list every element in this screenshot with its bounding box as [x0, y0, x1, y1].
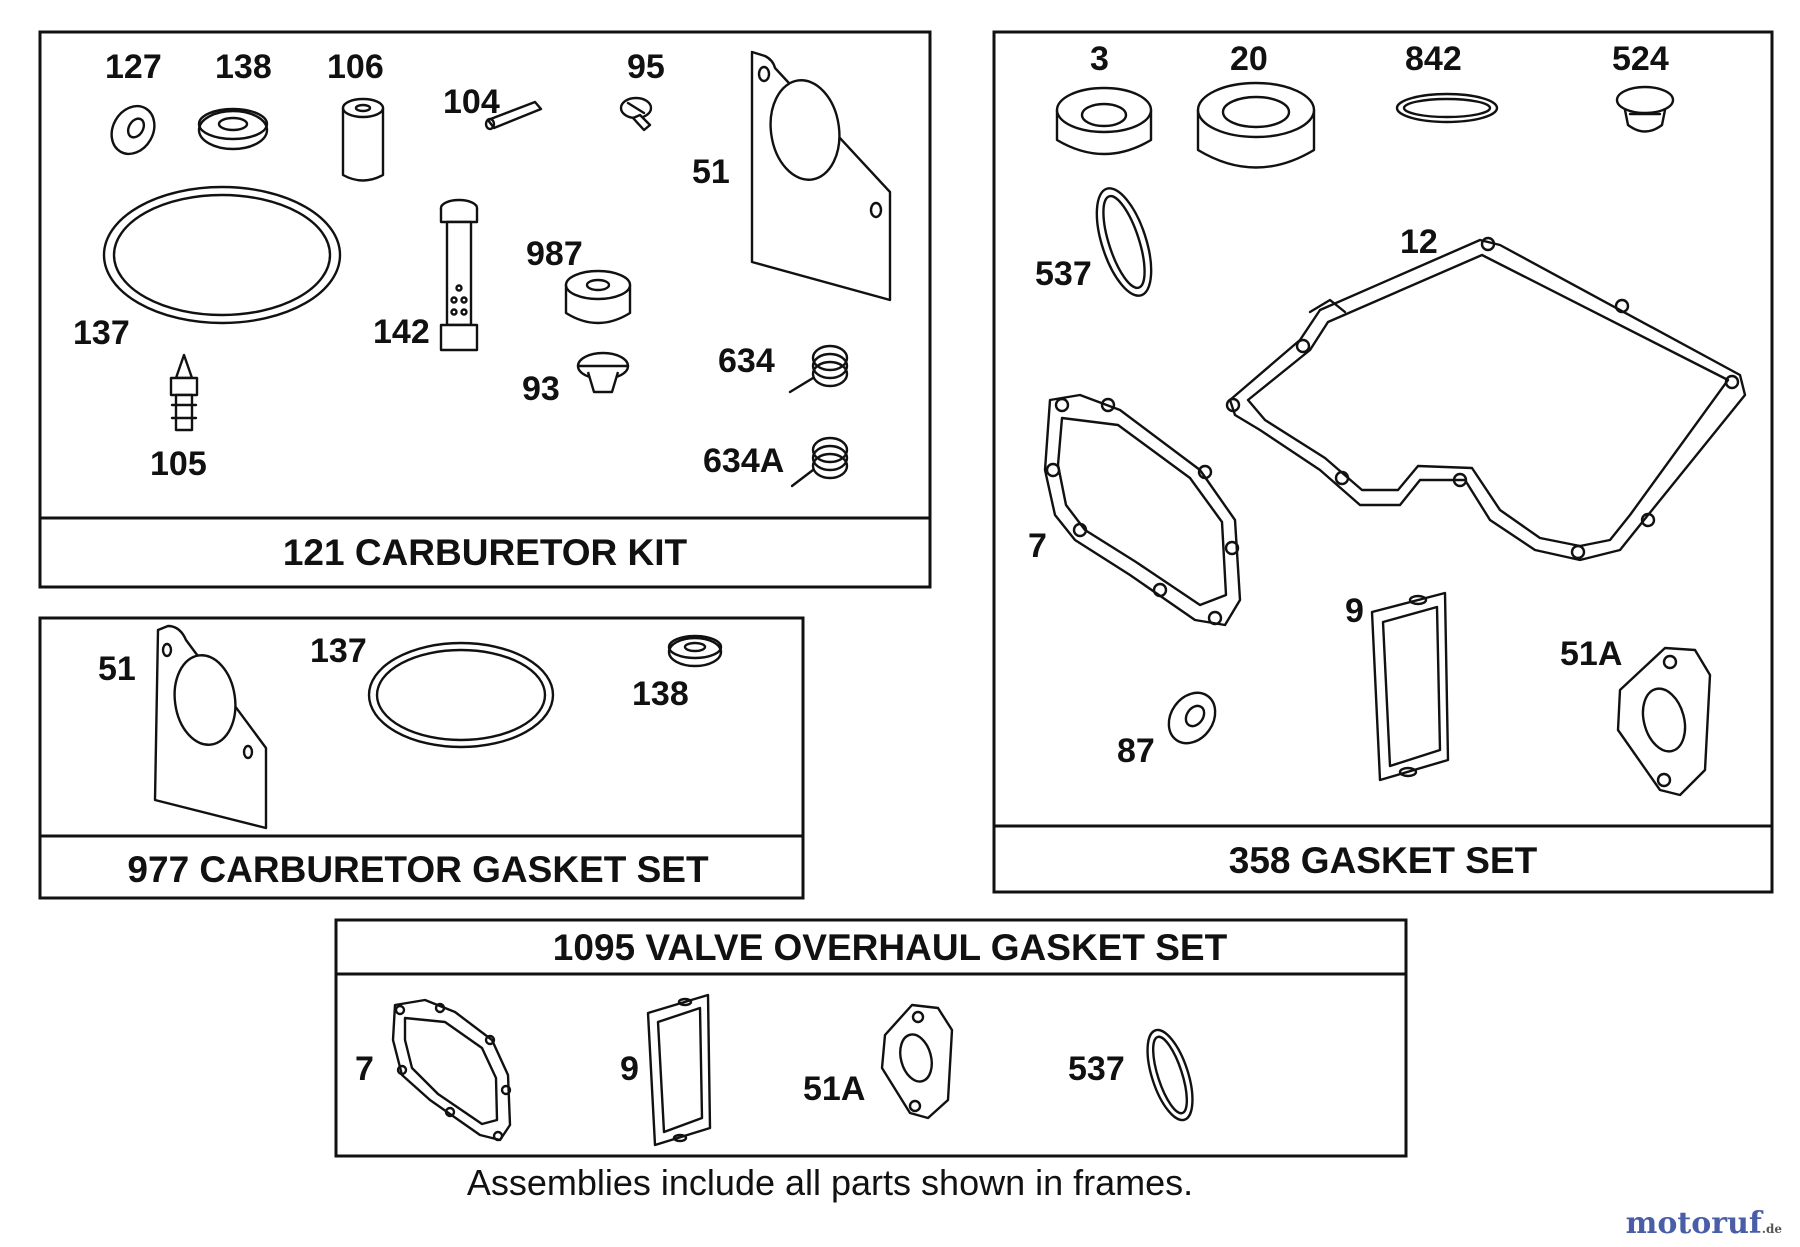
panel-gasket-set: 358 GASKET SET 3 20 842 524 537 12 7 9 5… — [992, 30, 1774, 894]
part-51A-gasket — [880, 1003, 954, 1120]
part-137-oring — [102, 185, 342, 325]
panel-carburetor-kit: 121 CARBURETOR KIT 127 138 106 104 95 51… — [38, 30, 932, 589]
part-93-nozzle — [576, 351, 630, 394]
part-138-seal — [197, 107, 269, 151]
part-87-washer — [1167, 691, 1217, 745]
part-label-104: 104 — [443, 83, 500, 121]
part-label-51A: 51A — [1560, 635, 1622, 673]
part-label-20: 20 — [1230, 40, 1268, 78]
part-label-138: 138 — [215, 48, 272, 86]
part-label-142: 142 — [373, 313, 430, 351]
part-51-gasket — [750, 50, 892, 302]
part-label-51A: 51A — [803, 1070, 865, 1108]
part-label-987: 987 — [526, 235, 583, 273]
watermark-text: motoruf — [1625, 1206, 1762, 1241]
part-51-gasket — [153, 624, 268, 830]
part-634-spring — [788, 344, 849, 394]
part-138-seal — [667, 634, 723, 668]
part-label-127: 127 — [105, 48, 162, 86]
watermark-suffix: .de — [1761, 1222, 1782, 1236]
panel-title-carburetor-gasket-set: 977 CARBURETOR GASKET SET — [127, 849, 709, 890]
part-142-tube — [439, 198, 479, 352]
part-label-106: 106 — [327, 48, 384, 86]
part-label-51: 51 — [98, 650, 136, 688]
part-label-537: 537 — [1068, 1050, 1125, 1088]
part-label-9: 9 — [1345, 592, 1364, 630]
part-label-634: 634 — [718, 342, 775, 380]
part-label-842: 842 — [1405, 40, 1462, 78]
part-7-head-gasket — [1043, 393, 1242, 627]
part-537-oring — [1146, 1028, 1194, 1122]
part-label-7: 7 — [355, 1050, 374, 1088]
part-9-gasket — [1370, 591, 1450, 782]
footnote-text: Assemblies include all parts shown in fr… — [466, 1162, 1194, 1203]
panel-title-valve-overhaul-gasket-set: 1095 VALVE OVERHAUL GASKET SET — [553, 927, 1228, 968]
part-label-137: 137 — [310, 632, 367, 670]
part-label-3: 3 — [1090, 40, 1109, 78]
part-label-537: 537 — [1035, 255, 1092, 293]
part-137-oring — [367, 641, 555, 749]
panel-carburetor-gasket-set: 977 CARBURETOR GASKET SET 51 137 138 — [38, 616, 805, 900]
part-987-spacer — [564, 269, 632, 325]
part-105-needle — [169, 353, 199, 432]
assemblies-footnote: Assemblies include all parts shown in fr… — [0, 1162, 1800, 1204]
part-label-12: 12 — [1400, 223, 1438, 261]
panel-title-gasket-set: 358 GASKET SET — [1229, 840, 1538, 881]
part-label-51: 51 — [692, 153, 730, 191]
part-524-plug — [1615, 85, 1675, 133]
part-label-95: 95 — [627, 48, 665, 86]
part-106-bushing — [341, 97, 385, 182]
part-label-137: 137 — [73, 314, 130, 352]
panel-valve-overhaul-gasket-set: 1095 VALVE OVERHAUL GASKET SET 7 9 51A 5… — [334, 918, 1408, 1158]
watermark-logo: motoruf.de — [1626, 1206, 1782, 1241]
part-label-7: 7 — [1028, 527, 1047, 565]
part-label-138: 138 — [632, 675, 689, 713]
part-127-washer — [110, 104, 156, 156]
part-634A-spring — [790, 436, 849, 488]
part-104-pin — [484, 100, 543, 131]
part-842-oring — [1395, 92, 1499, 124]
part-label-9: 9 — [620, 1050, 639, 1088]
part-label-524: 524 — [1612, 40, 1669, 78]
part-537-oring — [1095, 187, 1153, 297]
part-label-105: 105 — [150, 445, 207, 483]
part-20-oil-seal — [1196, 81, 1316, 169]
part-9-gasket — [646, 993, 712, 1147]
part-51A-gasket — [1616, 646, 1712, 797]
part-label-634A: 634A — [703, 442, 784, 480]
part-label-93: 93 — [522, 370, 560, 408]
part-7-head-gasket — [391, 998, 512, 1142]
part-3-oil-seal — [1055, 86, 1153, 156]
part-label-87: 87 — [1117, 732, 1155, 770]
part-95-screw — [619, 96, 653, 132]
part-12-crankcase-gasket — [1225, 236, 1747, 562]
panel-title-carburetor-kit: 121 CARBURETOR KIT — [283, 532, 688, 573]
